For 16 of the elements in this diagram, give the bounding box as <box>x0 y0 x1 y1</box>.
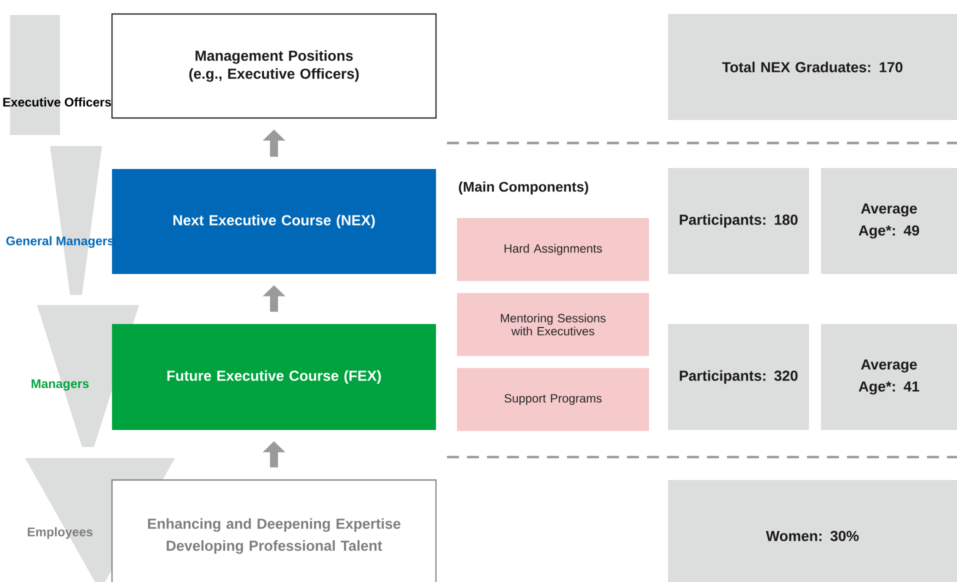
component-box: Mentoring Sessions with Executives <box>457 293 649 356</box>
component-box: Support Programs <box>457 368 649 431</box>
stat-box: Women: 30% <box>668 480 957 582</box>
employee-box: Enhancing and Deepening Expertise Developing Professional Talent <box>111 479 437 582</box>
stat-box: Average Age*: 41 <box>821 324 957 430</box>
component-box: Hard Assignments <box>457 218 649 281</box>
level-band: Executive Officers <box>3 15 112 135</box>
stat-box: Average Age*: 49 <box>821 168 957 274</box>
level-band: General Managers <box>6 146 114 295</box>
position-box: Management Positions (e.g., Executive Officers) <box>111 13 437 119</box>
course-box: Future Executive Course (FEX) <box>112 324 436 430</box>
course-box: Next Executive Course (NEX) <box>112 169 436 274</box>
stat-box: Total NEX Graduates: 170 <box>668 14 957 120</box>
stat-box: Participants: 320 <box>668 324 809 430</box>
heading: (Main Components) <box>458 181 588 195</box>
stat-box: Participants: 180 <box>668 168 809 274</box>
